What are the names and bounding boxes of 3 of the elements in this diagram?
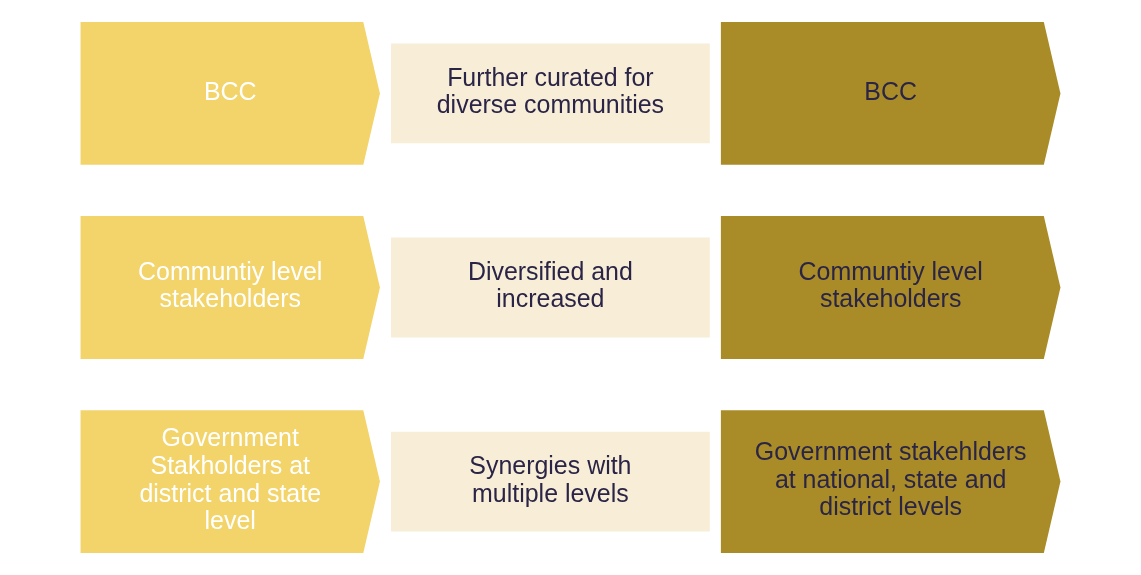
node-box: Diversified and increased	[391, 237, 710, 338]
node-box: Further curated for diverse communities	[391, 43, 710, 144]
node-box: Synergies with multiple levels	[391, 431, 710, 532]
